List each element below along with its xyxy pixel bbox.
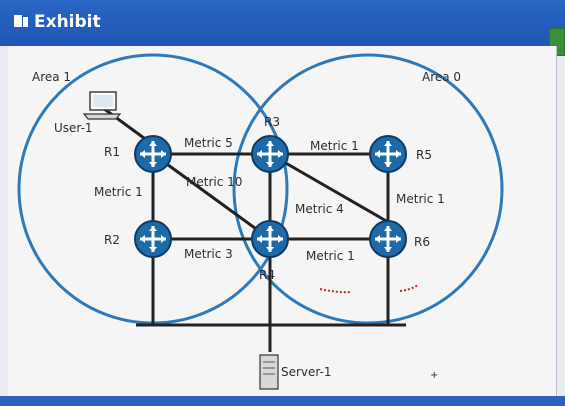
diagram-panel: Area 1 Area 0 User-1 Server-1 R1 R2 R3 R… — [8, 46, 557, 396]
metric-r2-r4: Metric 3 — [184, 247, 233, 261]
area0-circle — [232, 53, 504, 325]
router-r4 — [251, 220, 289, 258]
metric-r1-r2: Metric 1 — [94, 185, 143, 199]
router-r5 — [369, 135, 407, 173]
router-r2-label: R2 — [104, 233, 120, 247]
router-r6-label: R6 — [414, 235, 430, 249]
metric-r5-r6: Metric 1 — [396, 192, 445, 206]
router-r5-label: R5 — [416, 148, 432, 162]
server-label: Server-1 — [281, 365, 332, 379]
router-r3-label: R3 — [264, 115, 280, 129]
router-r1-label: R1 — [104, 145, 120, 159]
bottom-bar — [0, 396, 565, 406]
metric-r3-r5: Metric 1 — [310, 139, 359, 153]
area1-label: Area 1 — [32, 70, 71, 84]
user-label: User-1 — [54, 121, 93, 135]
server-icon — [259, 354, 279, 390]
title-bar: Exhibit — [0, 0, 565, 56]
laptop-icon — [82, 91, 122, 120]
link-r3-r6 — [269, 152, 389, 224]
network-diagram: Area 1 Area 0 User-1 Server-1 R1 R2 R3 R… — [17, 53, 504, 390]
router-r2 — [134, 220, 172, 258]
red-annotation-right — [399, 284, 419, 292]
metric-r4-r6: Metric 1 — [306, 249, 355, 263]
router-r6 — [369, 220, 407, 258]
link-user-r1 — [102, 106, 149, 143]
cursor-marker-icon: + — [430, 370, 438, 381]
exhibit-icon — [14, 15, 28, 27]
red-annotation-left — [319, 288, 352, 294]
router-r4-label: R4 — [259, 268, 275, 282]
area0-label: Area 0 — [422, 70, 461, 84]
router-r1 — [134, 135, 172, 173]
metric-r3-r6: Metric 4 — [295, 202, 344, 216]
metric-r1-r4: Metric 10 — [186, 175, 242, 189]
router-r3 — [251, 135, 289, 173]
metric-r1-r3: Metric 5 — [184, 136, 233, 150]
link-r1-r4 — [152, 152, 271, 241]
window-title: Exhibit — [34, 12, 101, 32]
